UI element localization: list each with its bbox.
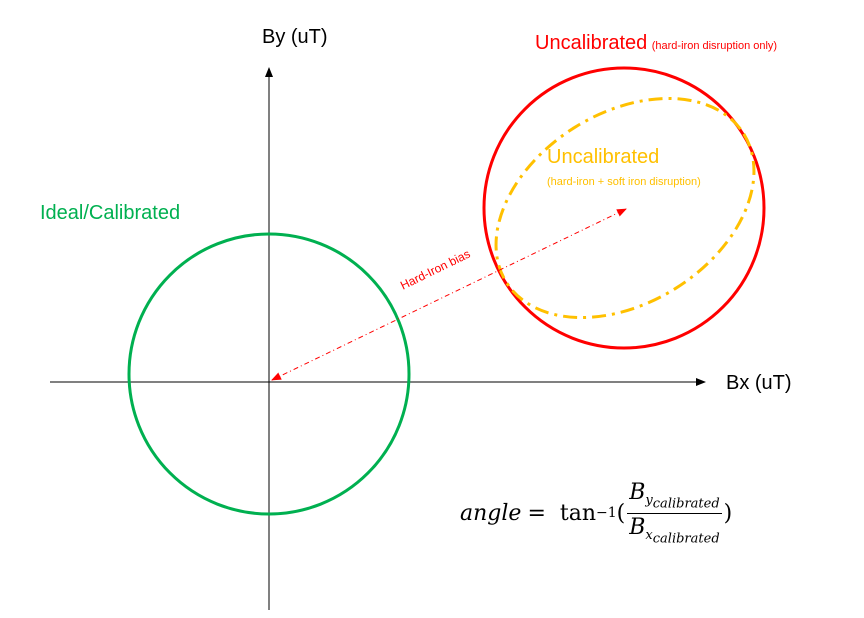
soft-iron-title: Uncalibrated [547, 146, 660, 168]
y-axis-label: By (uT) [262, 26, 328, 48]
den-base: B [629, 514, 646, 540]
formula-numerator: Bycalibrated [627, 480, 722, 514]
formula-close-paren: ) [723, 500, 733, 526]
hard-iron-title: Uncalibrated [535, 32, 648, 54]
formula-denominator: Bxcalibrated [629, 514, 719, 547]
hard-iron-circle [482, 66, 766, 350]
hard-iron-subtitle: (hard-iron disruption only) [651, 40, 778, 52]
calibrated-label: Ideal/Calibrated [40, 202, 181, 224]
num-base: B [629, 480, 646, 505]
num-sub: y [645, 493, 653, 509]
den-subsub: calibrated [652, 531, 720, 547]
formula-exponent: −1 [596, 505, 617, 522]
hard-iron-bias-arrow [271, 208, 627, 381]
x-axis-label: Bx (uT) [726, 372, 792, 394]
num-subsub: calibrated [652, 496, 720, 512]
formula-lhs: angle [460, 500, 522, 526]
formula-open-paren: ( [616, 500, 626, 526]
den-sub: x [645, 528, 653, 544]
angle-formula: angle = tan−1 ( Bycalibrated Bxcalibrate… [460, 480, 732, 547]
formula-equals: = [527, 500, 546, 526]
formula-fraction: Bycalibrated Bxcalibrated [627, 480, 722, 547]
soft-iron-subtitle: (hard-iron + soft iron disruption) [547, 176, 701, 188]
formula-func: tan [559, 500, 597, 526]
hard-iron-label: Uncalibrated (hard-iron disruption only) [535, 32, 777, 55]
soft-iron-ellipse [494, 96, 756, 320]
